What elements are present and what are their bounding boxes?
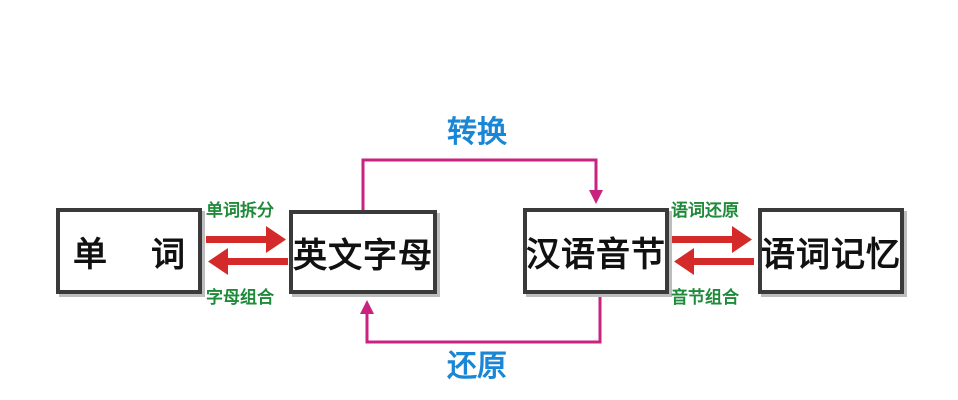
word-memory-box: 语词记忆 xyxy=(758,208,904,294)
english-letters-box: 英文字母 xyxy=(289,210,437,294)
convert-connector xyxy=(361,158,598,210)
restore-word-label: 语词还原 xyxy=(671,201,739,221)
split-label: 单词拆分 xyxy=(206,201,274,221)
chinese-syllables-box: 汉语音节 xyxy=(523,208,669,294)
restore-connector xyxy=(365,294,602,344)
word-box-char-1: 单 xyxy=(73,234,107,275)
letter-combine-label: 字母组合 xyxy=(206,288,274,308)
combine-arrow-left xyxy=(208,248,288,275)
convert-arrowhead xyxy=(589,190,603,204)
restore-arrowhead xyxy=(360,300,374,314)
syllable-combine-label: 音节组合 xyxy=(671,288,739,308)
split-arrow-right xyxy=(206,226,286,253)
convert-label: 转换 xyxy=(447,115,507,150)
restore-word-arrow-right xyxy=(672,226,752,253)
syllable-combine-arrow-left xyxy=(674,248,754,275)
word-box: 单 词 xyxy=(56,208,202,294)
word-box-char-2: 词 xyxy=(151,234,185,275)
restore-label: 还原 xyxy=(447,349,507,384)
